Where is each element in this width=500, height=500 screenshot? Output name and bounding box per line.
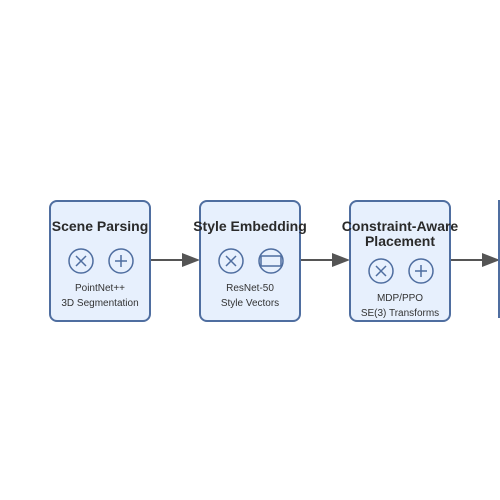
node-icons [201,248,299,274]
node-constraint-aware-placement: Constraint-Aware Placement MDP/PPO SE(3)… [342,200,458,322]
node-style-embedding: Style Embedding ResNet-50 Style Vectors [193,200,307,322]
node-caption: ResNet-50 Style Vectors [191,281,309,311]
circle-x-icon [218,248,244,274]
caption-line-2: 3D Segmentation [61,298,139,309]
node-caption: MDP/PPO SE(3) Transforms [341,291,459,321]
circle-rect-icon [258,248,284,274]
caption-line-1: PointNet++ [74,283,126,294]
arrow-2 [300,253,350,267]
node-title: Scene Parsing [51,218,149,234]
node-title: Constraint-Aware Placement [341,218,459,249]
circle-plus-icon [108,248,134,274]
circle-x-icon [68,248,94,274]
arrow-1 [150,253,200,267]
node-caption: PointNet++ 3D Segmentation [41,281,159,311]
caption-line-2: Style Vectors [220,298,280,309]
node-icons [351,258,449,284]
node-title: Style Embedding [193,218,307,234]
caption-line-1: ResNet-50 [226,283,274,294]
circle-x-icon [368,258,394,284]
arrow-3 [450,253,500,267]
node-icons [51,248,149,274]
node-partial-edge [498,200,500,318]
node-scene-parsing: Scene Parsing PointNet++ 3D Segmentation [49,200,151,322]
caption-line-2: SE(3) Transforms [360,308,440,319]
circle-plus-icon [408,258,434,284]
caption-line-1: MDP/PPO [376,293,424,304]
